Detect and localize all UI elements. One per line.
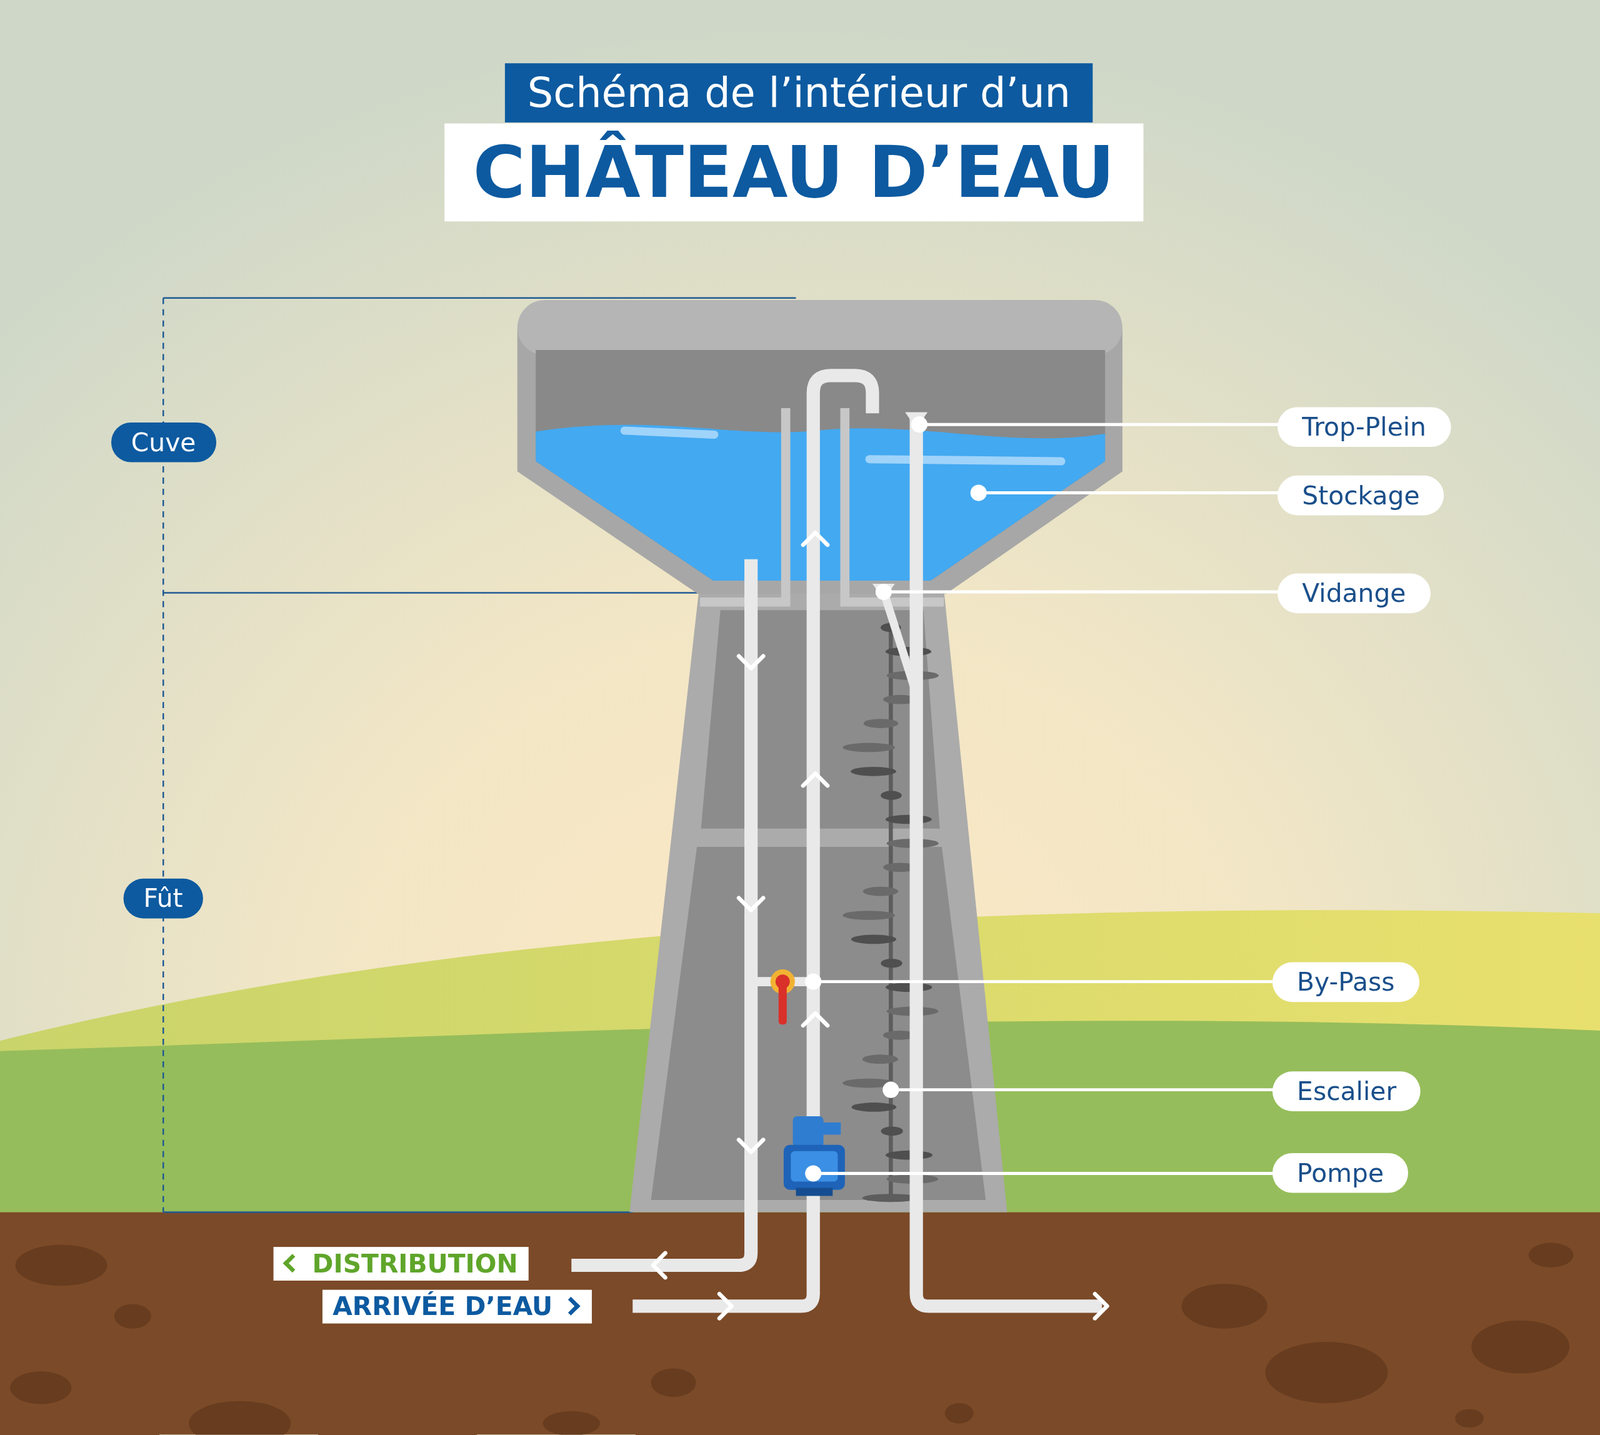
pipes [571, 375, 1102, 1307]
stair-tread [842, 910, 895, 920]
distribution-pipe [571, 559, 751, 1266]
bypass-valve [751, 969, 814, 1025]
title-text: Schéma de l’intérieur d’un [527, 69, 1071, 117]
flow-label: DISTRIBUTION [273, 1246, 529, 1280]
ground-stones [10, 1243, 1574, 1435]
stair-tread [885, 815, 932, 825]
stair-tread [862, 1054, 899, 1064]
label-text: By-Pass [1296, 966, 1395, 997]
label-text: Trop-Plein [1301, 411, 1427, 442]
stair-tread [851, 1102, 897, 1112]
part-label: Vidange [1277, 573, 1431, 614]
leader-dots [805, 416, 987, 1182]
title-banner: Schéma de l’intérieur d’un [505, 63, 1094, 123]
drain-pipe [883, 591, 917, 694]
label-text: Escalier [1296, 1076, 1397, 1106]
heading-text: CHÂTEAU D’EAU [473, 130, 1115, 215]
section-label: Fût [123, 878, 204, 919]
pump [783, 1116, 845, 1196]
stored-water [535, 425, 1105, 581]
leader-lines [813, 424, 1282, 1174]
label-text: Fût [143, 883, 183, 913]
flow-arrows [653, 532, 1108, 1319]
label-text: Stockage [1301, 480, 1420, 510]
stair-tread [880, 1126, 903, 1136]
part-label: Trop-Plein [1277, 406, 1451, 447]
stair-tread [863, 718, 899, 729]
inner-chamber-walls [700, 408, 944, 602]
heading-banner: CHÂTEAU D’EAU [444, 123, 1144, 222]
stair-tread [851, 935, 897, 945]
part-label: Stockage [1277, 475, 1445, 515]
part-label: Pompe [1272, 1152, 1409, 1193]
stair-tread [880, 958, 902, 969]
stair-tread [885, 982, 933, 992]
label-text: Pompe [1296, 1157, 1384, 1187]
stair-tread [842, 743, 895, 753]
stair-tread [880, 790, 902, 800]
flow-label: ARRIVÉE D’EAU [322, 1289, 592, 1324]
label-text: Vidange [1301, 578, 1406, 608]
label-text: ARRIVÉE D’EAU [332, 1291, 553, 1321]
stair-tread [885, 646, 932, 657]
stair-tread [885, 1150, 933, 1160]
label-text: DISTRIBUTION [312, 1248, 519, 1279]
part-label: Escalier [1272, 1070, 1421, 1111]
tank-roof [517, 300, 1123, 355]
drain-funnel [872, 583, 895, 600]
spiral-stair [842, 612, 939, 1203]
stair-tread [850, 766, 897, 777]
stair-tread [863, 886, 899, 897]
label-text: Cuve [131, 426, 197, 457]
section-label: Cuve [110, 421, 217, 462]
part-label: By-Pass [1272, 961, 1420, 1002]
